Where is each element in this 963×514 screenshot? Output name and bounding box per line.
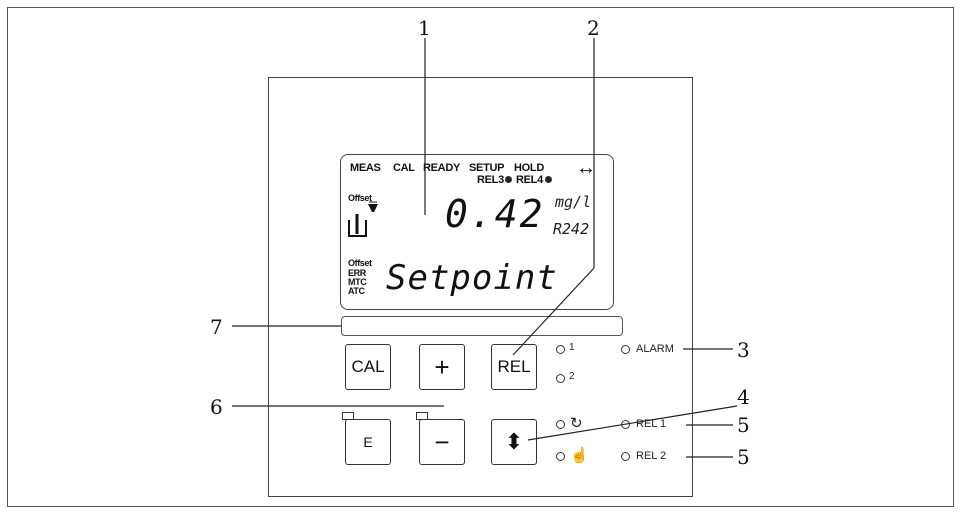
status-meas: MEAS — [350, 162, 381, 174]
device-front-panel — [268, 77, 693, 497]
led-1-label: 1 — [569, 342, 575, 353]
measurement-unit: mg/l — [555, 193, 592, 211]
lcd-display — [340, 154, 614, 310]
e-key[interactable]: E — [345, 419, 391, 465]
led-1 — [556, 345, 565, 354]
outer-frame — [7, 7, 954, 507]
callout-2: 2 — [587, 16, 600, 40]
offset-label: Offset — [348, 258, 372, 268]
callout-6: 6 — [210, 395, 223, 419]
rel2-label: REL 2 — [636, 450, 667, 462]
status-ready: READY — [423, 162, 461, 174]
manual-mode-led — [556, 452, 565, 461]
sensor-beaker-icon — [348, 201, 378, 237]
callout-5a: 5 — [737, 413, 750, 437]
minus-key[interactable]: − — [419, 419, 465, 465]
callout-4: 4 — [737, 385, 750, 409]
rel4-label: REL4 — [516, 174, 543, 186]
err-label: ERR — [348, 268, 366, 278]
rel4-dot-icon — [545, 176, 552, 183]
mtc-label: MTC — [348, 277, 367, 287]
rel3-dot-icon — [505, 176, 512, 183]
rel2-led — [621, 452, 630, 461]
callout-5b: 5 — [737, 445, 750, 469]
rel-key[interactable]: REL — [491, 344, 537, 390]
alarm-label: ALARM — [636, 343, 674, 355]
relay-code: R242 — [553, 220, 590, 238]
status-setup: SETUP — [469, 162, 505, 174]
status-hold: HOLD — [514, 162, 544, 174]
manual-mode-icon: ☝ — [570, 447, 589, 464]
alarm-led — [621, 345, 630, 354]
callout-3: 3 — [737, 338, 750, 362]
auto-mode-icon: ↻ — [570, 415, 583, 432]
status-cal: CAL — [393, 162, 415, 174]
bidirectional-arrow-icon: ↔ — [576, 157, 596, 179]
rel3-label: REL3 — [477, 174, 504, 186]
callout-7: 7 — [210, 315, 223, 339]
measured-value: 0.42 — [445, 192, 545, 236]
led-2-label: 2 — [569, 371, 575, 382]
led-2 — [556, 374, 565, 383]
offset-indicator: Offset — [348, 193, 372, 203]
callout-1: 1 — [418, 16, 431, 40]
auto-mode-led — [556, 420, 565, 429]
mode-toggle-key[interactable]: ⬍ — [491, 419, 537, 465]
plus-key[interactable]: + — [419, 344, 465, 390]
cal-key[interactable]: CAL — [345, 344, 391, 390]
display-text-line: Setpoint — [386, 258, 558, 298]
atc-label: ATC — [348, 286, 365, 296]
